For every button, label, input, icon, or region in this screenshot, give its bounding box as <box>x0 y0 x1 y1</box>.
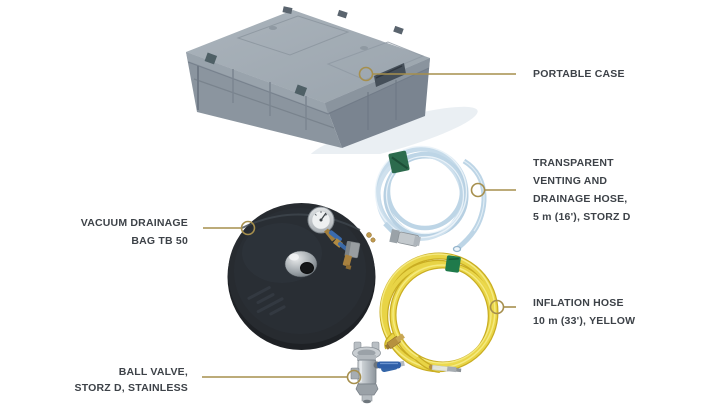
label-line: VENTING AND <box>533 175 608 187</box>
case-clip <box>204 52 218 65</box>
label-line: STORZ D, STAINLESS <box>74 382 188 394</box>
case-shadow <box>308 106 478 154</box>
pressure-gauge <box>307 206 335 234</box>
portable-case-image <box>186 6 478 154</box>
case-handle-cutout <box>374 63 406 87</box>
label-vacuum-bag: VACUUM DRAINAGE BAG TB 50 <box>81 214 188 250</box>
label-line: DRAINAGE HOSE, <box>533 193 628 205</box>
label-venting-hose: TRANSPARENT VENTING AND DRAINAGE HOSE, 5… <box>533 154 631 226</box>
label-line: 10 m (33'), YELLOW <box>533 315 636 327</box>
storz-coupling <box>352 341 381 361</box>
label-inflation-hose: INFLATION HOSE 10 m (33'), YELLOW <box>533 294 635 330</box>
label-line: PORTABLE CASE <box>533 68 625 80</box>
label-line: BALL VALVE, <box>118 366 188 378</box>
green-strap <box>445 255 461 273</box>
green-clip <box>388 150 410 174</box>
ball-valve-image <box>350 341 401 404</box>
label-line: INFLATION HOSE <box>533 297 624 309</box>
storz-coupling <box>383 221 421 247</box>
valve-outlet <box>355 383 379 404</box>
vacuum-drainage-bag-image <box>227 203 376 350</box>
leader-ball-valve <box>202 369 362 385</box>
inflation-hose-image <box>379 252 499 373</box>
label-portable-case: PORTABLE CASE <box>533 65 625 83</box>
label-line: TRANSPARENT <box>533 157 614 169</box>
center-port <box>284 250 318 278</box>
label-ball-valve: BALL VALVE, STORZ D, STAINLESS <box>75 364 188 396</box>
transparent-venting-hose-image <box>374 145 487 253</box>
hose-coil <box>374 145 469 241</box>
brass-fitting <box>384 333 405 350</box>
label-line: VACUUM DRAINAGE <box>80 217 188 229</box>
nozzle <box>428 364 462 373</box>
hose-open-end <box>452 245 462 253</box>
label-line: BAG TB 50 <box>131 235 188 247</box>
bag-valve-fittings <box>324 228 376 270</box>
case-clip <box>294 84 308 97</box>
case-right-face <box>325 58 430 148</box>
label-line: 5 m (16'), STORZ D <box>533 211 631 223</box>
embossed-text-marks <box>247 286 286 316</box>
blue-lever <box>373 361 401 369</box>
valve-body <box>350 359 377 385</box>
